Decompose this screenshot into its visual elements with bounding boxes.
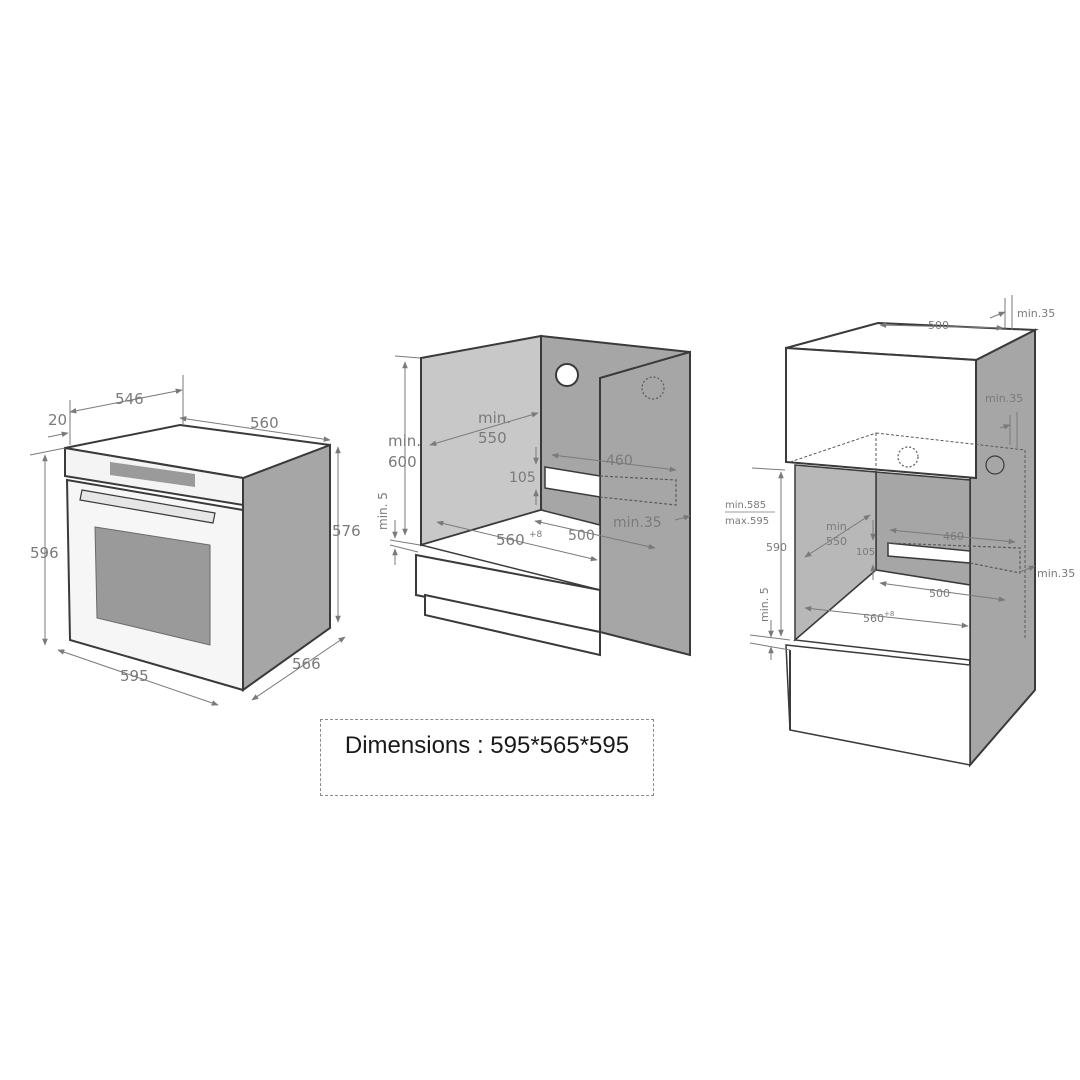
dim-min-5: min. 5 <box>758 587 771 622</box>
dim-20: 20 <box>48 411 67 429</box>
dim-105: 105 <box>509 470 536 486</box>
dim-560: 560 <box>496 531 525 549</box>
dim-560: 560 <box>863 612 884 625</box>
dim-105: 105 <box>856 547 875 558</box>
dim-depth-min-label: min. <box>478 409 511 427</box>
dimensions-caption-box: Dimensions : 595*565*595 <box>320 719 654 796</box>
dim-576: 576 <box>332 522 361 540</box>
dim-min-35-top: min.35 <box>1017 307 1055 320</box>
dim-max-595: max.595 <box>725 516 769 527</box>
dim-560: 560 <box>250 414 279 432</box>
dim-550: 550 <box>826 535 847 548</box>
dim-560-tolerance: +8 <box>884 610 894 618</box>
dim-min-label: min. <box>388 432 421 450</box>
under-counter-dimensions <box>389 355 691 565</box>
dim-min-5: min. 5 <box>376 492 390 530</box>
dim-590: 590 <box>766 541 787 554</box>
dim-560-tolerance: +8 <box>529 530 543 540</box>
dim-min-35-side: min.35 <box>985 392 1023 405</box>
dim-566: 566 <box>292 655 321 673</box>
dim-460: 460 <box>606 453 633 469</box>
dim-550: 550 <box>478 429 507 447</box>
dim-min-35-rear: min.35 <box>1037 567 1075 580</box>
dim-460: 460 <box>943 530 964 543</box>
dim-546: 546 <box>115 390 144 408</box>
dimensions-caption: Dimensions : 595*565*595 <box>344 732 630 759</box>
dim-500: 500 <box>568 528 595 544</box>
dim-min-585: min.585 <box>725 500 766 511</box>
dim-600: 600 <box>388 453 417 471</box>
dim-500-top: 500 <box>928 319 949 332</box>
oven-dimensions <box>29 375 346 706</box>
dim-min-35: min.35 <box>613 515 662 531</box>
dim-500: 500 <box>929 587 950 600</box>
oven-drawing <box>64 423 331 692</box>
dim-595: 595 <box>120 667 149 685</box>
column-cabinet-drawing <box>785 321 1039 768</box>
column-dimensions <box>749 295 1036 660</box>
under-counter-cabinet-drawing <box>415 334 691 657</box>
dim-depth-min-label: min. <box>826 520 850 533</box>
dim-596: 596 <box>30 544 59 562</box>
